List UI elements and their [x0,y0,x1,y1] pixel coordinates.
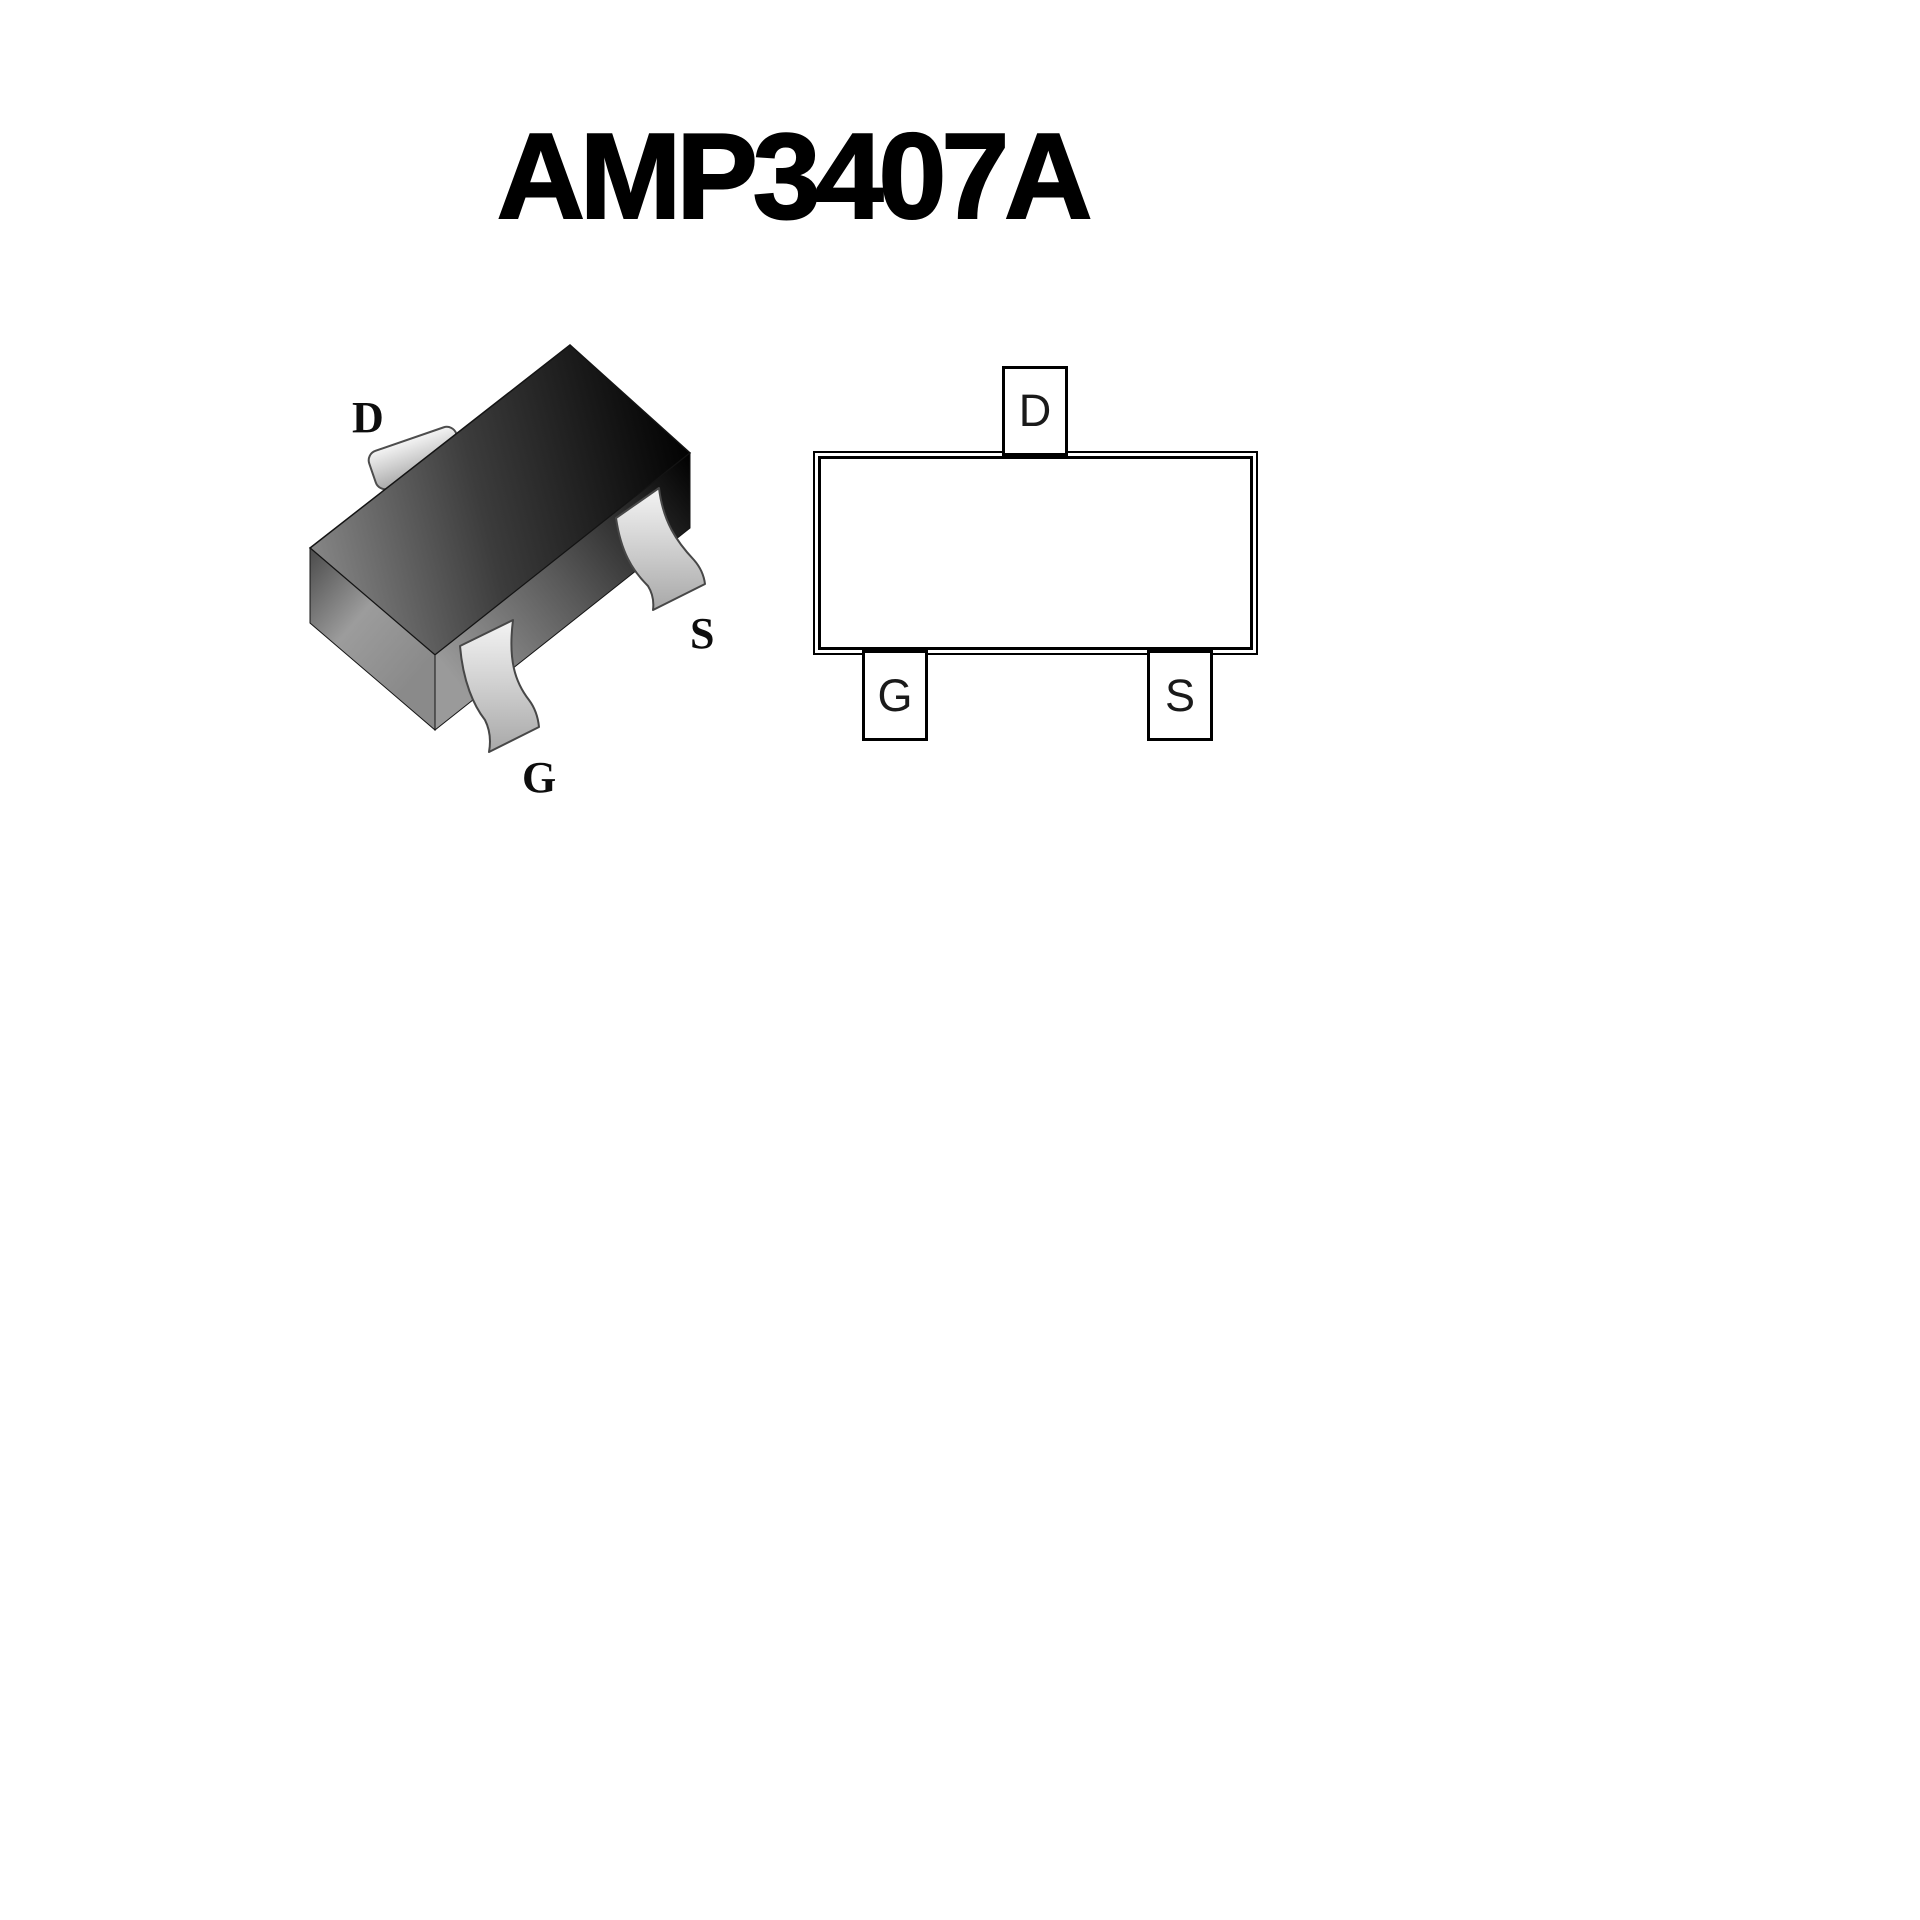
pinout-pin-d: D [1002,366,1068,456]
pinout-pin-g-label: G [877,669,913,721]
pin-label-d-3d: D [352,393,384,442]
package-3d-view: D S G [308,344,714,802]
lead-g [459,619,540,753]
pinout-pin-s: S [1147,650,1213,741]
pinout-pin-d-label: D [1018,385,1052,436]
pinout-body [813,451,1258,655]
pinout-pin-s-label: S [1164,669,1195,721]
pin-label-g-3d: G [522,753,556,802]
pin-label-s-3d: S [690,609,714,658]
lead-s [615,487,706,611]
page-title: AMP3407A [496,107,1094,245]
pinout-pin-g: G [862,650,928,741]
